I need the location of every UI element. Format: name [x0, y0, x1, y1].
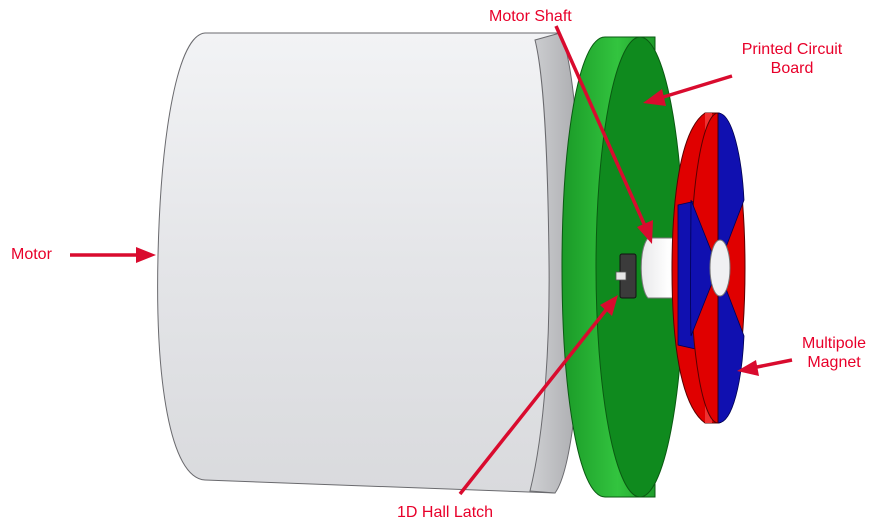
label-printed-circuit-board: Printed Circuit Board: [730, 40, 854, 78]
hall-latch-chip: [615, 253, 637, 299]
label-magnet-line1: Multipole: [801, 335, 867, 352]
label-motor: Motor: [11, 246, 52, 263]
arrow-hall-latch: [458, 295, 618, 496]
motor-body: [157, 32, 583, 494]
label-multipole-magnet: Multipole Magnet: [792, 334, 876, 372]
pcb-disk: [561, 36, 685, 498]
label-magnet-line2: Magnet: [807, 354, 861, 371]
label-motor-shaft: Motor Shaft: [489, 8, 572, 25]
label-hall-latch: 1D Hall Latch: [397, 504, 494, 521]
arrow-motor: [70, 247, 156, 263]
arrow-motor-shaft: [554, 25, 653, 244]
label-pcb-line2: Board: [770, 60, 814, 77]
label-pcb-line1: Printed Circuit: [741, 41, 843, 58]
arrow-magnet: [737, 358, 793, 376]
arrow-pcb: [643, 74, 733, 106]
multipole-magnet: [671, 112, 746, 424]
